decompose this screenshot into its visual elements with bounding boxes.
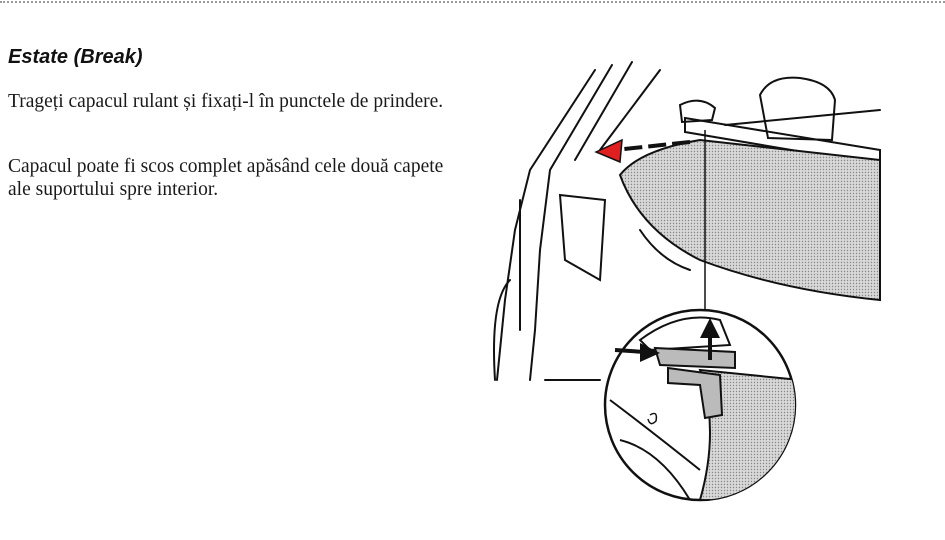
section-heading: Estate (Break): [8, 46, 143, 68]
push-arrow-icon: [614, 343, 660, 362]
lift-arrow-icon: [700, 318, 720, 360]
red-arrow-icon: [594, 138, 691, 164]
paragraph-pull-cover: Trageți capacul rulant și fixați-l în pu…: [8, 91, 444, 112]
paragraph-remove-cover: Capacul poate fi scos complet apăsând ce…: [8, 156, 444, 200]
detail-magnifier: [603, 308, 797, 502]
page-top-border: [0, 1, 945, 3]
